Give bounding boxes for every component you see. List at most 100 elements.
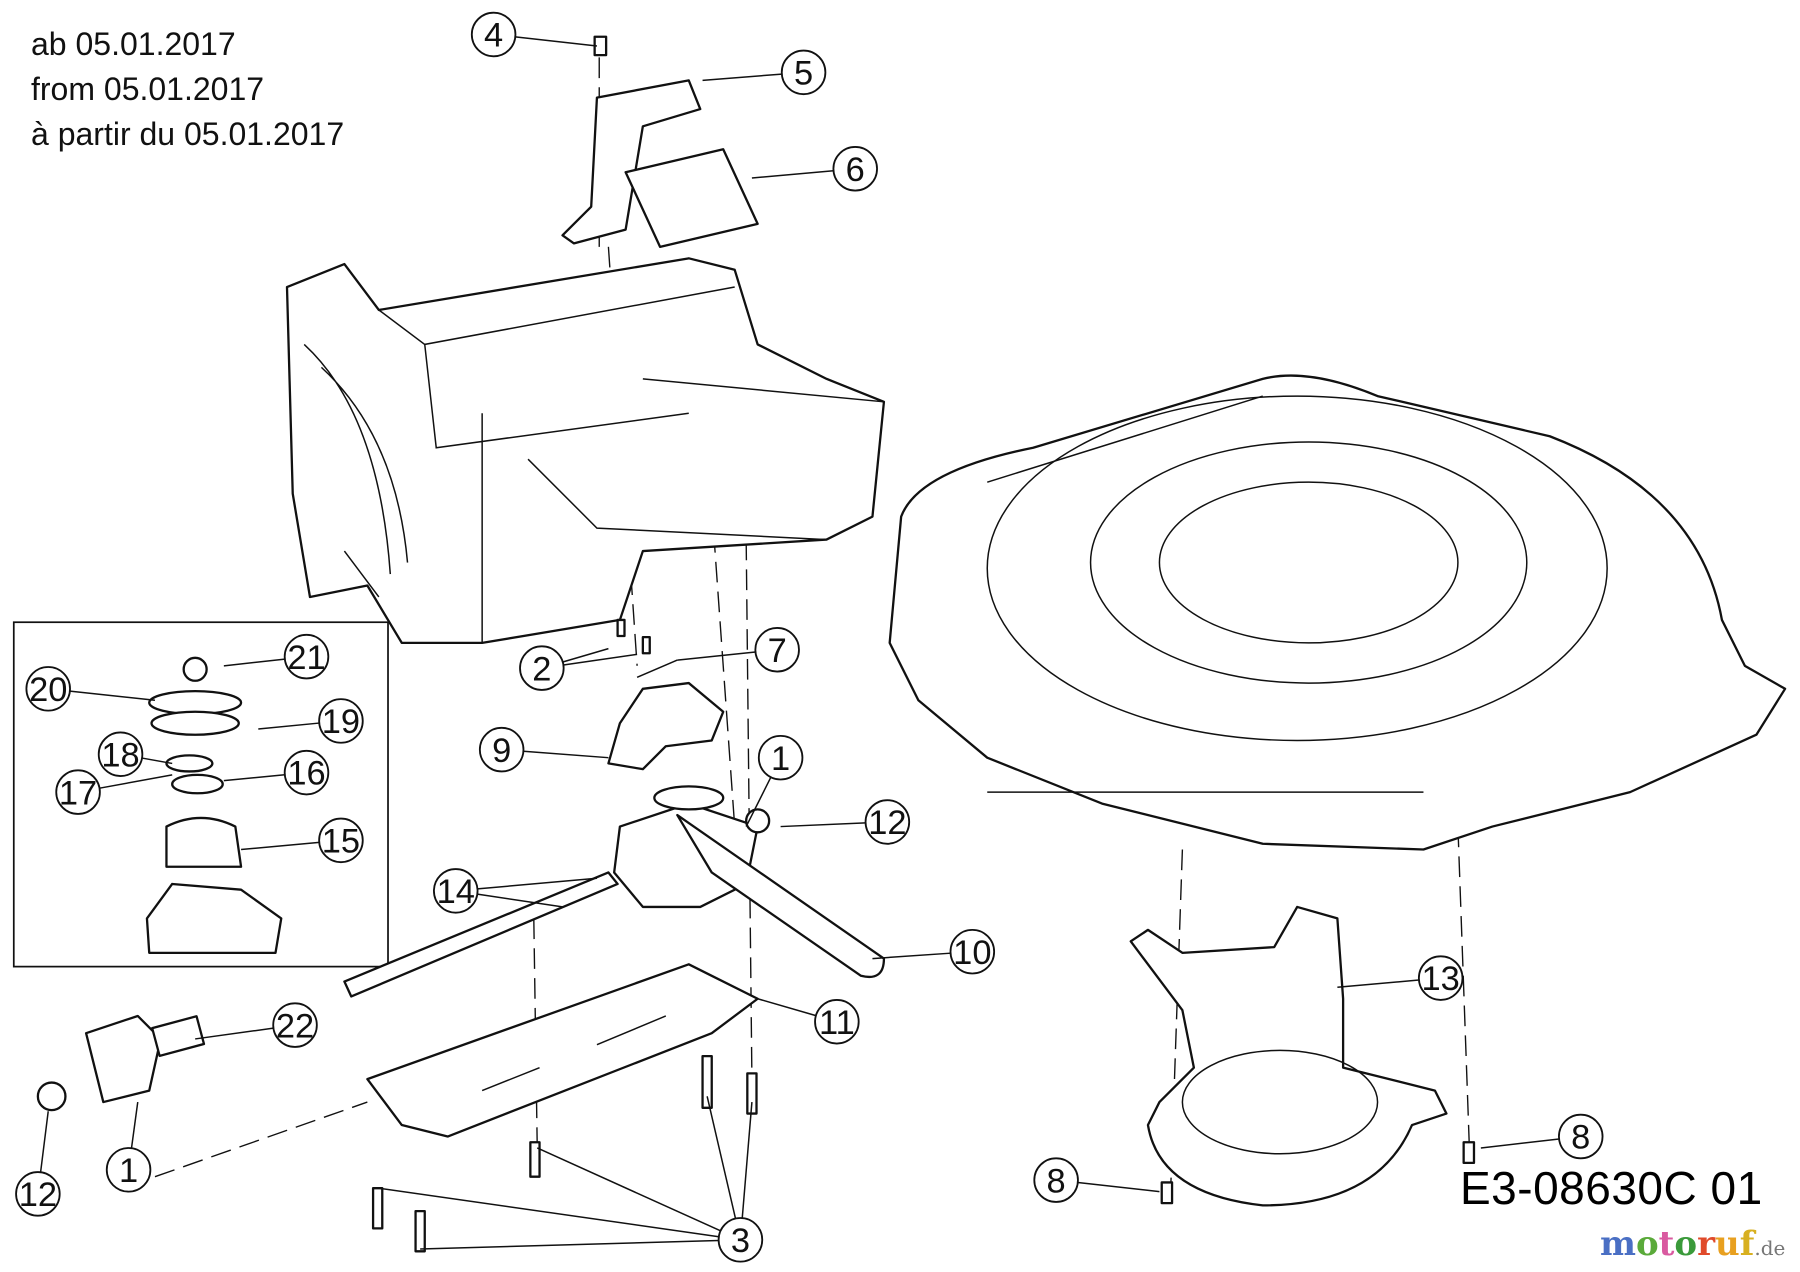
callout-circle — [105, 1147, 152, 1193]
leader-line — [99, 774, 173, 789]
callout-8: 8 — [1033, 1157, 1160, 1203]
leader-line — [141, 757, 173, 765]
callout-number: 20 — [29, 671, 67, 709]
callout-circle — [1558, 1113, 1604, 1160]
date-line-fr: à partir du 05.01.2017 — [31, 116, 345, 152]
leader-line — [562, 647, 609, 663]
callout-20: 20 — [25, 666, 156, 712]
part-pulley-assembly — [145, 656, 283, 954]
part-screw-8-right — [1462, 1141, 1476, 1165]
callout-circle — [757, 734, 804, 781]
callout-7: 7 — [677, 627, 800, 673]
leader-line — [780, 822, 866, 828]
part-screws — [371, 1055, 758, 1253]
date-line-en: from 05.01.2017 — [31, 71, 265, 107]
part-deflector — [1129, 905, 1448, 1207]
callout-number: 11 — [819, 1004, 855, 1042]
callout-1: 1 — [745, 734, 804, 827]
callout-8: 8 — [1480, 1113, 1604, 1160]
callout-number: 5 — [794, 55, 813, 93]
callout-number: 1 — [119, 1152, 138, 1190]
callout-number: 17 — [59, 774, 97, 812]
callout-circle — [318, 698, 364, 744]
callout-22: 22 — [195, 1002, 318, 1048]
leader-line — [39, 1111, 49, 1173]
part-screw-8-left — [1160, 1181, 1174, 1205]
callout-number: 18 — [101, 736, 139, 774]
leader-line — [1337, 979, 1420, 989]
leader-line — [523, 750, 609, 759]
callout-circle — [814, 998, 860, 1045]
callout-6: 6 — [751, 146, 878, 192]
leader-line — [563, 653, 638, 666]
callout-circle — [864, 799, 911, 845]
callout-circle — [283, 633, 330, 680]
callout-circle — [949, 928, 996, 975]
callout-number: 4 — [484, 17, 503, 55]
callout-number: 13 — [1422, 960, 1460, 998]
callout-15: 15 — [241, 817, 364, 864]
leader-line — [1480, 1138, 1560, 1149]
leader-line — [477, 877, 598, 890]
callout-circle — [272, 1002, 318, 1048]
callout-circle — [283, 749, 330, 796]
date-line-de: ab 05.01.2017 — [31, 26, 236, 62]
callout-circle — [15, 1171, 61, 1217]
leader-line — [420, 1239, 719, 1250]
leader-line — [477, 893, 563, 908]
callout-number: 14 — [437, 873, 475, 911]
part-handle-clip — [561, 35, 759, 248]
callout-number: 16 — [287, 755, 325, 793]
leader-line — [706, 1096, 737, 1219]
part-gearbox-bracket — [366, 963, 759, 1138]
part-drive-pinion — [36, 1014, 206, 1112]
callout-5: 5 — [702, 49, 827, 96]
callout-circle — [1417, 955, 1464, 1001]
callout-14: 14 — [433, 868, 598, 914]
callout-circle — [55, 769, 101, 815]
callout-circle — [470, 11, 517, 58]
leader-line — [872, 952, 951, 960]
callout-number: 6 — [846, 151, 865, 189]
detail-inset-frame — [12, 621, 389, 968]
leader-line — [223, 658, 285, 667]
part-gearbox — [343, 785, 886, 998]
leader-line — [757, 998, 817, 1017]
drawing-code: E3-08630C 01 — [1460, 1162, 1763, 1214]
callout-circle — [478, 726, 525, 773]
callout-circle — [717, 1217, 764, 1263]
callout-13: 13 — [1337, 955, 1464, 1001]
callout-number: 10 — [953, 934, 991, 972]
callout-19: 19 — [258, 698, 364, 744]
callout-number: 9 — [492, 732, 511, 770]
callout-circle — [433, 868, 479, 914]
leader-line — [677, 651, 756, 661]
validity-date-note: ab 05.01.2017 from 05.01.2017 à partir d… — [31, 22, 344, 157]
callout-number: 15 — [322, 822, 360, 860]
callout-3: 3 — [378, 1096, 764, 1263]
callout-number: 3 — [731, 1222, 750, 1260]
callout-4: 4 — [470, 11, 598, 58]
callout-circle — [25, 666, 71, 712]
callout-9: 9 — [478, 726, 609, 773]
callout-number: 7 — [768, 632, 787, 670]
leader-line — [241, 841, 320, 851]
leader-line — [741, 1102, 753, 1219]
callout-circle — [318, 817, 364, 864]
callout-number: 2 — [532, 650, 551, 688]
callout-12: 12 — [780, 799, 911, 845]
leader-line — [378, 1187, 719, 1238]
leader-line — [702, 73, 782, 82]
leader-line — [745, 776, 772, 827]
callout-number: 21 — [287, 639, 325, 677]
callout-circle — [780, 49, 827, 96]
callout-number: 1 — [771, 740, 790, 778]
part-mower-deck — [888, 374, 1787, 851]
callout-number: 19 — [322, 703, 360, 741]
callout-circle — [754, 627, 800, 673]
callout-2: 2 — [519, 645, 638, 691]
callout-number: 12 — [868, 804, 906, 842]
